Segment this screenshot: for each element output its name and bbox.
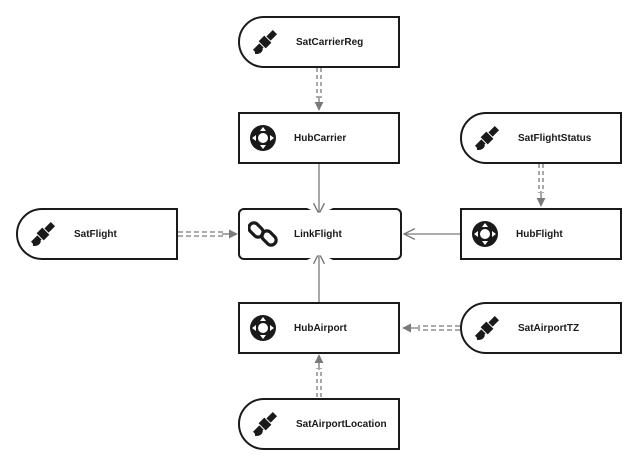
satellite-icon (474, 315, 500, 341)
satellite-icon (252, 29, 278, 55)
node-sat-airport-location[interactable]: SatAirportLocation (238, 398, 400, 450)
satellite-icon (474, 125, 500, 151)
satellite-icon (30, 221, 56, 247)
node-label: SatCarrierReg (296, 36, 364, 48)
node-hub-flight[interactable]: HubFlight (460, 208, 622, 260)
node-label: SatFlight (74, 228, 117, 240)
node-sat-flight-status[interactable]: SatFlightStatus (460, 112, 622, 164)
node-link-flight[interactable]: LinkFlight (238, 208, 402, 260)
node-label: HubFlight (516, 228, 563, 240)
edge-satflightstatus-hubflight (536, 164, 546, 207)
node-label: SatAirportLocation (296, 418, 387, 430)
edge-satcarrierreg-hubcarrier (314, 68, 324, 111)
satellite-icon (252, 411, 278, 437)
node-hub-carrier[interactable]: HubCarrier (238, 112, 400, 164)
node-label: LinkFlight (294, 228, 342, 240)
hub-navigation-icon (472, 221, 498, 247)
node-label: SatFlightStatus (518, 132, 592, 144)
node-hub-airport[interactable]: HubAirport (238, 302, 400, 354)
hub-navigation-icon (250, 315, 276, 341)
node-label: SatAirportTZ (518, 322, 580, 334)
node-sat-airport-tz[interactable]: SatAirportTZ (460, 302, 622, 354)
hub-navigation-icon (250, 125, 276, 151)
node-label: HubCarrier (294, 132, 347, 144)
edge-satflight-linkflight (178, 229, 238, 239)
edge-satairportlocation-hubairport (314, 354, 324, 397)
node-sat-carrier-reg[interactable]: SatCarrierReg (238, 16, 400, 68)
node-sat-flight[interactable]: SatFlight (16, 208, 178, 260)
edge-satairporttz-hubairport (402, 323, 460, 333)
chain-link-icon (248, 221, 278, 247)
node-label: HubAirport (294, 322, 347, 334)
